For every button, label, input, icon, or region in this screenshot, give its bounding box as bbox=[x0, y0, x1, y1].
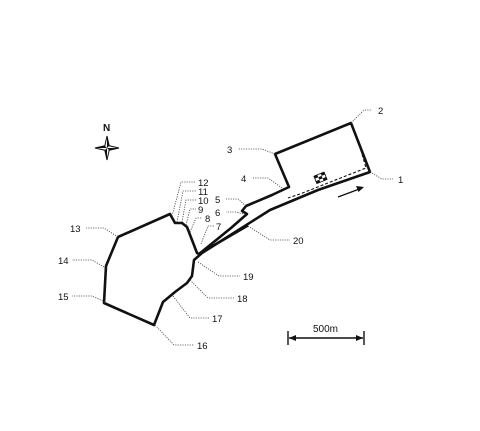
turn-label-9: 9 bbox=[198, 205, 203, 216]
turn-label-1: 1 bbox=[398, 175, 403, 186]
turn-label-7: 7 bbox=[216, 222, 221, 233]
checkered-flag-icon bbox=[313, 171, 328, 185]
turn-label-5: 5 bbox=[215, 195, 220, 206]
turn-label-4: 4 bbox=[241, 174, 246, 185]
turn-label-17: 17 bbox=[212, 314, 223, 325]
turn-label-11: 11 bbox=[198, 187, 208, 198]
direction-arrow-icon bbox=[337, 186, 364, 198]
track-outline bbox=[102, 121, 372, 327]
turn-label-8: 8 bbox=[205, 214, 210, 225]
turn-label-12: 12 bbox=[198, 178, 209, 189]
scale-bar: 500m bbox=[287, 324, 365, 345]
turn-label-15: 15 bbox=[58, 292, 69, 303]
scale-bar-label: 500m bbox=[313, 324, 338, 335]
turn-label-20: 20 bbox=[293, 236, 304, 247]
turn-label-16: 16 bbox=[197, 341, 208, 352]
turn-labels: 1 2 3 4 5 6 7 8 9 10 11 12 13 14 15 16 1… bbox=[58, 106, 403, 352]
turn-label-19: 19 bbox=[243, 272, 254, 283]
track-inner-link bbox=[197, 224, 249, 256]
turn-label-10: 10 bbox=[198, 196, 209, 207]
turn-label-2: 2 bbox=[378, 106, 383, 117]
turn-label-18: 18 bbox=[237, 294, 248, 305]
turn-label-14: 14 bbox=[58, 256, 69, 267]
turn-leaders bbox=[72, 109, 393, 346]
turn-label-6: 6 bbox=[215, 208, 220, 219]
turn-label-3: 3 bbox=[227, 145, 232, 156]
compass-north-label: N bbox=[103, 123, 110, 134]
compass: N bbox=[94, 123, 120, 161]
pit-lane bbox=[287, 139, 367, 199]
turn-label-13: 13 bbox=[70, 224, 81, 235]
